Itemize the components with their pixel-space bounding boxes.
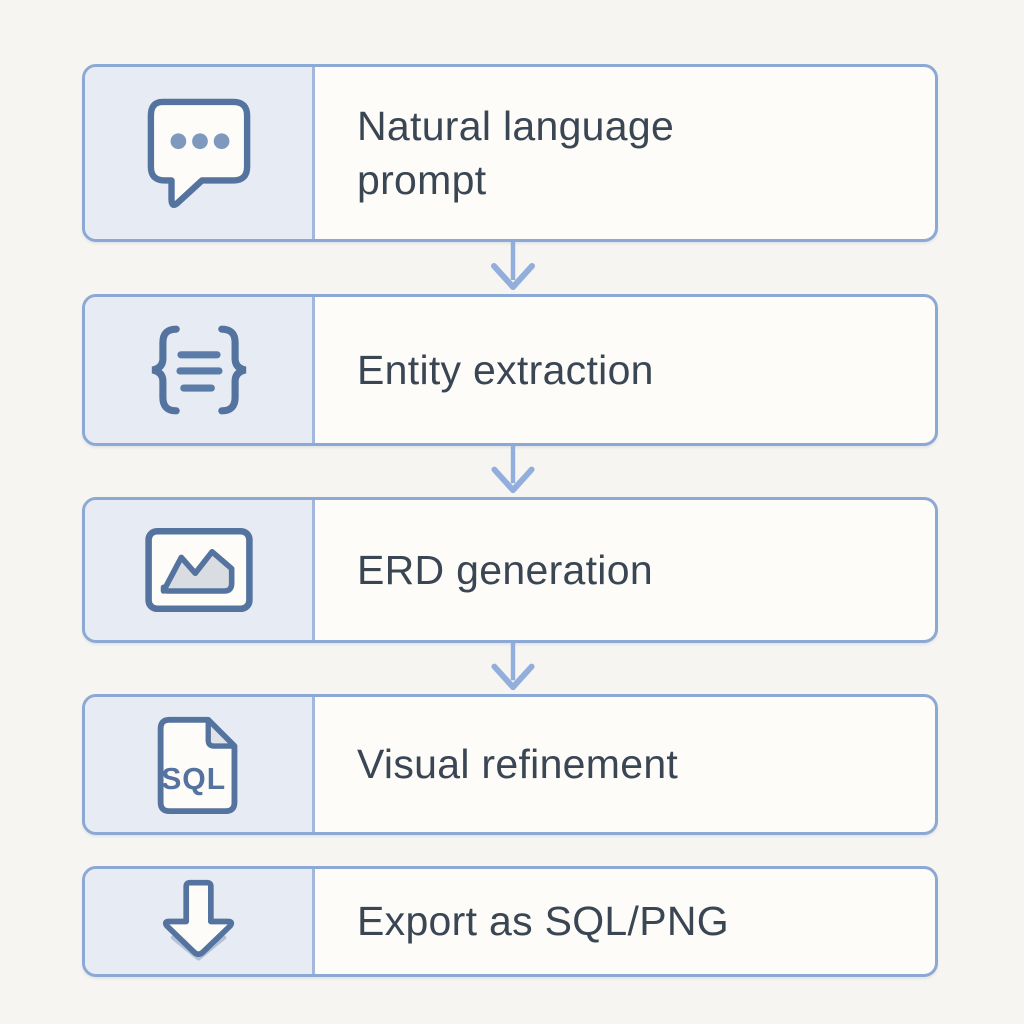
step-label: Entity extraction: [357, 346, 654, 393]
flow-arrow-down-icon: [491, 643, 535, 691]
step-label-panel: ERD generation: [315, 500, 935, 640]
step-icon-panel: [85, 869, 315, 974]
step-label-panel: Export as SQL/PNG: [315, 869, 935, 974]
step-erd-generation: ERD generation: [82, 497, 938, 643]
step-label: Visual refinement: [357, 741, 679, 788]
step-icon-panel: [85, 297, 315, 443]
step-entity-extraction: Entity extraction: [82, 294, 938, 446]
step-label: Export as SQL/PNG: [357, 898, 729, 945]
step-visual-refinement: SQL Visual refinement: [82, 694, 938, 835]
download-arrow-icon: [162, 879, 234, 961]
sql-file-icon-text: SQL: [161, 762, 226, 795]
step-export: Export as SQL/PNG: [82, 866, 938, 977]
step-icon-panel: [85, 500, 315, 640]
step-label: ERD generation: [357, 546, 653, 593]
step-icon-panel: [85, 67, 315, 239]
curly-braces-icon: [151, 325, 246, 415]
step-label-panel: Entity extraction: [315, 297, 935, 443]
step-icon-panel: SQL: [85, 697, 315, 832]
flow-arrow-down-icon: [491, 242, 535, 290]
flow-arrow-down-icon: [491, 446, 535, 494]
step-label: Natural language prompt: [357, 102, 675, 203]
step-label-panel: Natural language prompt: [315, 67, 935, 239]
sql-file-icon: SQL: [157, 716, 237, 814]
chat-bubble-icon: [147, 98, 250, 208]
step-label-panel: Visual refinement: [315, 697, 935, 832]
step-natural-language-prompt: Natural language prompt: [82, 64, 938, 242]
image-icon: [144, 528, 253, 612]
